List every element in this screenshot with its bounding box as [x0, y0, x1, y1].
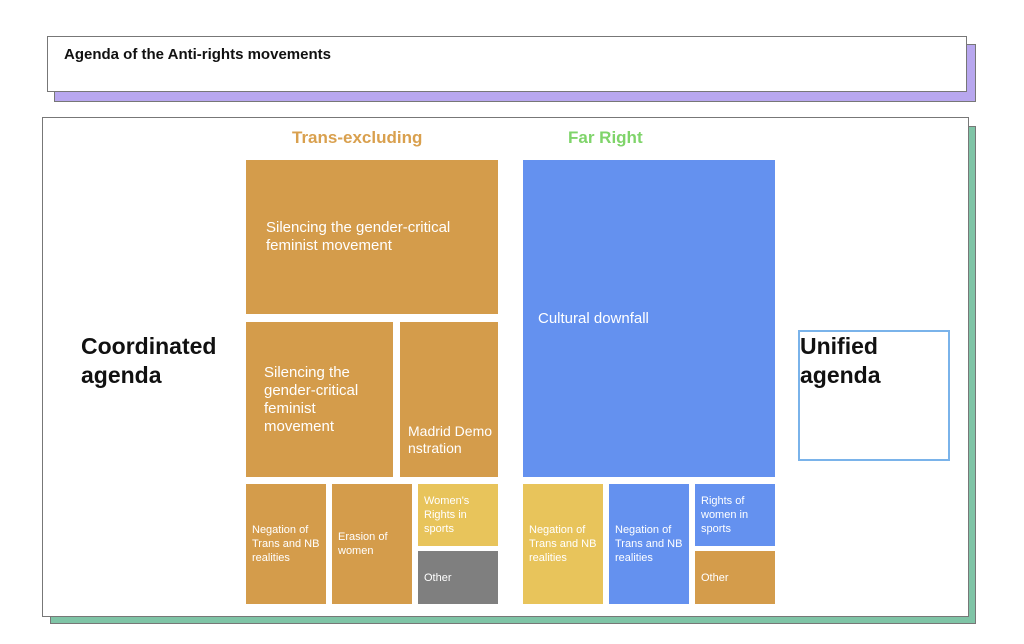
tile-label: Negation of Trans and NB realities	[529, 524, 597, 564]
tile-negation-right-yellow: Negation of Trans and NB realities	[523, 484, 603, 604]
unified-agenda-box	[798, 330, 950, 461]
tile-negation-left: Negation of Trans and NB realities	[246, 484, 326, 604]
tile-label: Other	[701, 571, 729, 584]
tile-label: Rights of women in sports	[701, 495, 749, 535]
tile-erasion-of-women: Erasion of women	[332, 484, 412, 604]
tile-other-left: Other	[418, 551, 498, 604]
tile-cultural-downfall: Cultural downfall	[523, 160, 775, 477]
tile-label: Silencing the gender-critical feminist m…	[266, 219, 451, 254]
tile-silencing-medium: Silencing the gender-critical feminist m…	[246, 322, 393, 477]
tile-label: Madrid Demonstration	[408, 423, 493, 456]
tile-label: Negation of Trans and NB realities	[615, 524, 683, 564]
tile-silencing-large: Silencing the gender-critical feminist m…	[246, 160, 498, 314]
tile-label: Cultural downfall	[538, 309, 649, 327]
heading-far-right: Far Right	[568, 128, 643, 147]
tile-label: Negation of Trans and NB realities	[252, 524, 320, 564]
tile-womens-rights-sports: Women's Rights in sports	[418, 484, 498, 546]
heading-trans-excluding: Trans-excluding	[292, 128, 423, 147]
tile-label: Other	[424, 571, 452, 584]
tile-rights-women-sports: Rights of women in sports	[695, 484, 775, 546]
coordinated-agenda-label: Coordinated agenda	[81, 333, 217, 388]
tile-label: Women's Rights in sports	[424, 495, 470, 535]
title-box: Agenda of the Anti-rights movements	[47, 36, 967, 92]
tile-label: Erasion of women	[338, 531, 388, 557]
page-title: Agenda of the Anti-rights movements	[64, 46, 331, 63]
unified-agenda-label: Unified agenda	[800, 333, 881, 388]
tile-negation-right-blue: Negation of Trans and NB realities	[609, 484, 689, 604]
tile-other-right: Other	[695, 551, 775, 604]
tile-madrid-demonstration: Madrid Demonstration	[400, 322, 498, 477]
main-panel	[42, 117, 969, 617]
tile-label: Silencing the gender-critical feminist m…	[264, 363, 359, 435]
